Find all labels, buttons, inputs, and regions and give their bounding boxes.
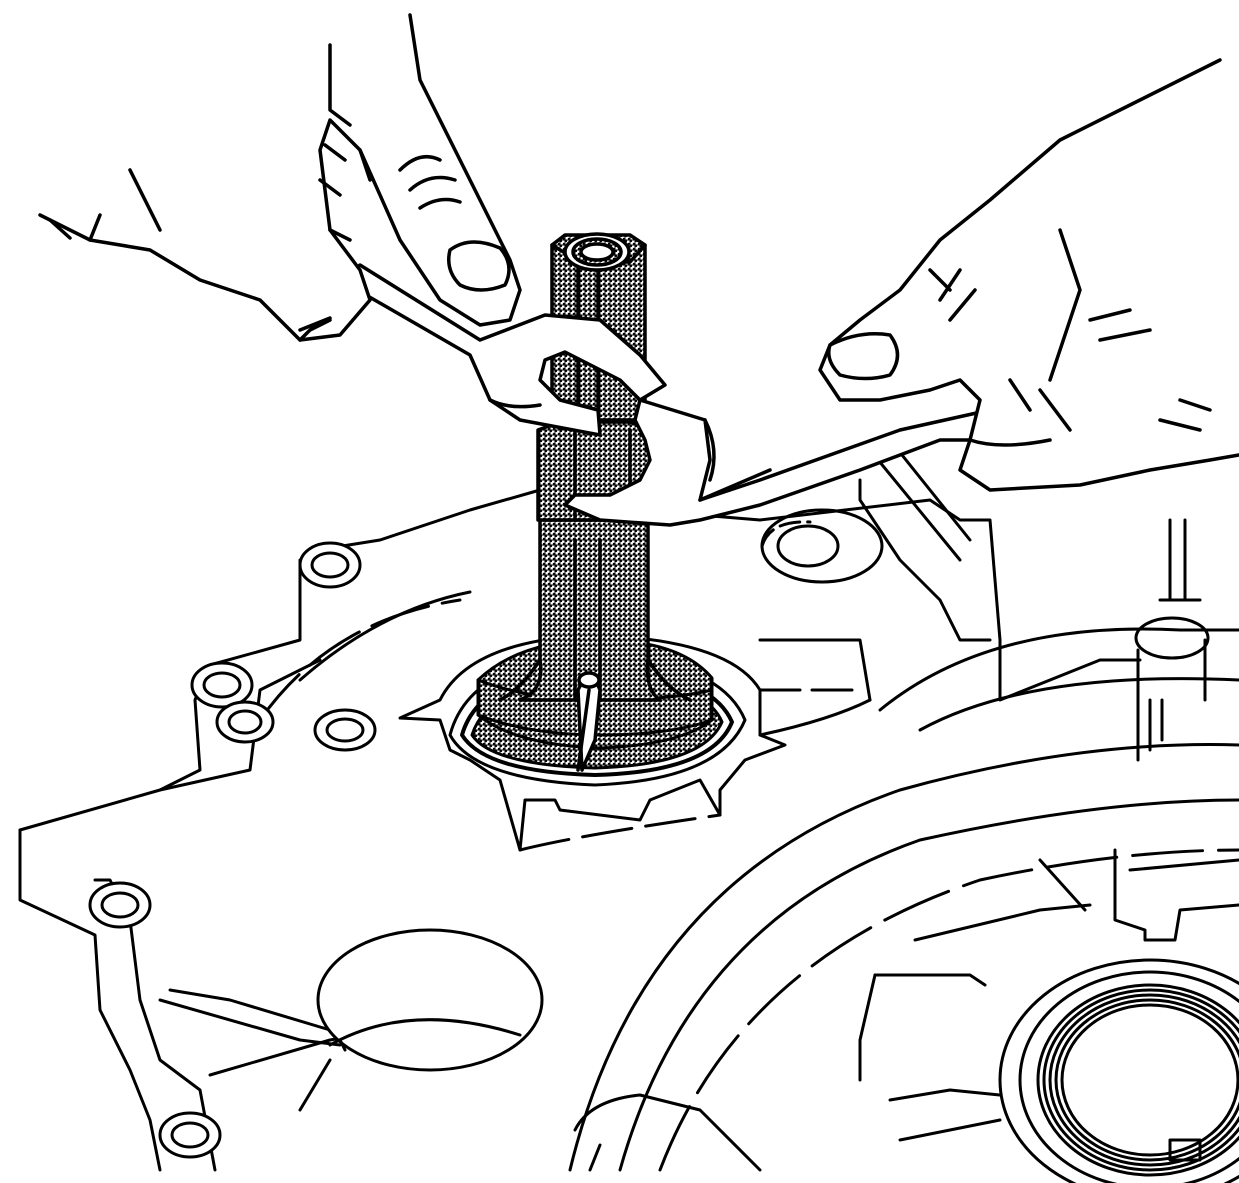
seal-installer-tool (498, 232, 692, 772)
transaxle-case (18, 438, 1239, 1172)
bolt-holes (88, 541, 377, 1159)
right-hand (818, 58, 1239, 492)
differential-bore (568, 743, 1239, 1183)
case-bore (316, 928, 544, 1072)
wrench-upper (338, 263, 667, 437)
left-hand (38, 13, 522, 342)
wrench-lower (563, 398, 1002, 527)
